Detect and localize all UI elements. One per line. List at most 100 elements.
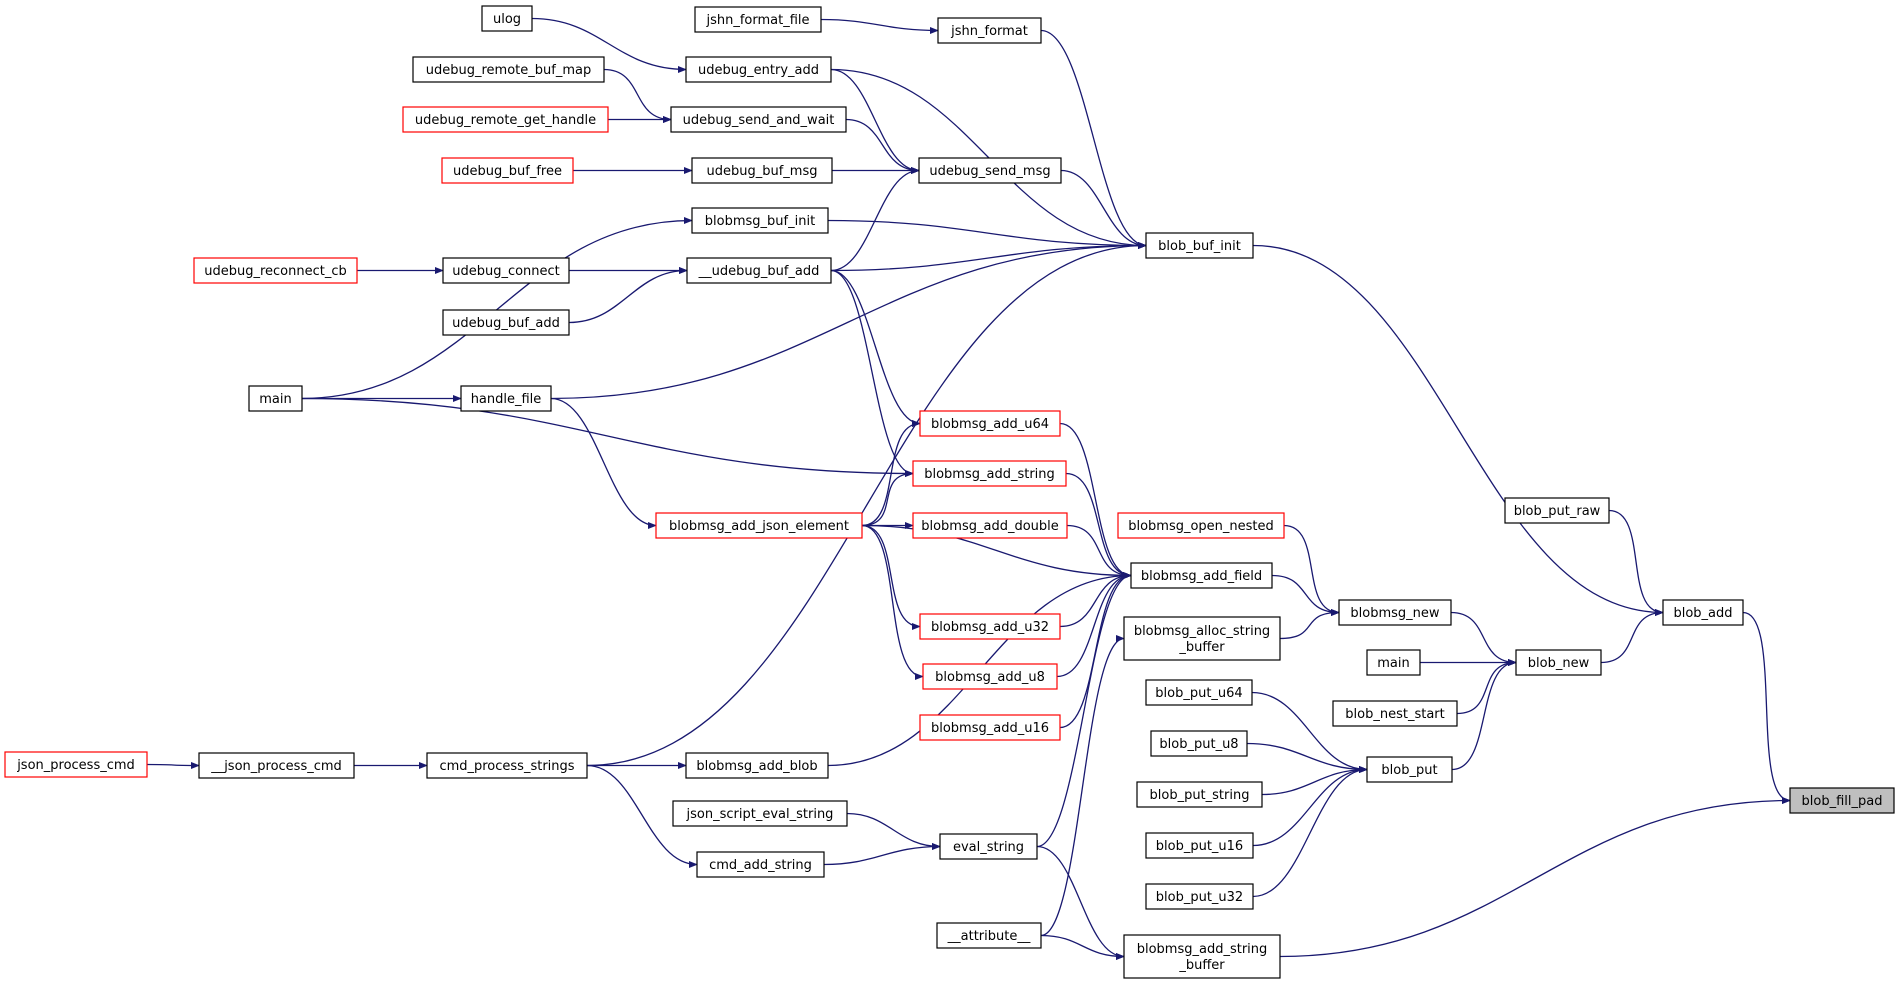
node-blobmsg-add-u32[interactable]: blobmsg_add_u32 (919, 613, 1061, 640)
edge-blobmsg_add_json_element-to-blobmsg_add_string (861, 469, 914, 527)
node-blob-put-raw[interactable]: blob_put_raw (1504, 497, 1610, 524)
node-label: blob_buf_init (1158, 239, 1241, 254)
node-box (1145, 883, 1254, 910)
node-blobmsg-alloc-string-buffer[interactable]: blobmsg_alloc_string_buffer (1123, 616, 1281, 661)
node-jshn-format-file[interactable]: jshn_format_file (694, 6, 822, 33)
node-label: blobmsg_add_string (924, 467, 1055, 482)
edge-blobmsg_add_string_buffer-to-blob_fill_pad (1279, 796, 1791, 958)
node-blob-put-u32[interactable]: blob_put_u32 (1145, 883, 1254, 910)
node-blobmsg-add-string-buffer[interactable]: blobmsg_add_string_buffer (1123, 934, 1281, 979)
node-json-process-cmd[interactable]: json_process_cmd (4, 751, 148, 778)
node-blobmsg-open-nested[interactable]: blobmsg_open_nested (1117, 512, 1285, 539)
node-blobmsg-add-u16[interactable]: blobmsg_add_u16 (919, 714, 1061, 741)
node-box (691, 157, 833, 184)
node-blob-put[interactable]: blob_put (1366, 756, 1453, 783)
node-blobmsg-add-string[interactable]: blobmsg_add_string (912, 460, 1067, 487)
node-box (198, 752, 355, 779)
node-box (918, 157, 1062, 184)
edge-cmd_add_string-to-eval_string (823, 842, 941, 866)
node-json-script-eval-string[interactable]: json_script_eval_string (672, 800, 848, 827)
node-eval-string[interactable]: eval_string (939, 833, 1038, 860)
node-blobmsg-add-blob[interactable]: blobmsg_add_blob (685, 752, 829, 779)
node-blobmsg-new[interactable]: blobmsg_new (1338, 599, 1452, 626)
node-blobmsg-add-field[interactable]: blobmsg_add_field (1130, 562, 1273, 589)
node-blobmsg-add-u64[interactable]: blobmsg_add_u64 (919, 410, 1061, 437)
node---udebug-buf-add[interactable]: __udebug_buf_add (686, 257, 832, 284)
node-blob-buf-init[interactable]: blob_buf_init (1145, 232, 1254, 259)
node-box (426, 752, 588, 779)
node-ulog[interactable]: ulog (481, 5, 533, 32)
edge-json_script_eval_string-to-eval_string (846, 812, 941, 851)
node-box (193, 257, 358, 284)
node-box (1150, 730, 1248, 757)
node---json-process-cmd[interactable]: __json_process_cmd (198, 752, 355, 779)
node-box (939, 833, 1038, 860)
node-label: blob_put (1381, 763, 1437, 778)
node-label: blobmsg_add_u32 (931, 620, 1049, 635)
node-cmd-process-strings[interactable]: cmd_process_strings (426, 752, 588, 779)
node-main-right[interactable]: main (1366, 649, 1421, 676)
node-blobmsg-add-u8[interactable]: blobmsg_add_u8 (922, 663, 1058, 690)
node-udebug-connect[interactable]: udebug_connect (442, 257, 570, 284)
node-udebug-reconnect-cb[interactable]: udebug_reconnect_cb (193, 257, 358, 284)
node-label: blobmsg_open_nested (1128, 519, 1274, 534)
node-udebug-send-msg[interactable]: udebug_send_msg (918, 157, 1062, 184)
node-jshn-format[interactable]: jshn_format (937, 17, 1042, 44)
node-blob-put-u64[interactable]: blob_put_u64 (1145, 679, 1253, 706)
edge-jshn_format_file-to-jshn_format (820, 18, 939, 35)
node-blobmsg-add-json-element[interactable]: blobmsg_add_json_element (655, 512, 863, 539)
node---attribute--[interactable]: __attribute__ (936, 922, 1042, 949)
edge-blobmsg_add_double-to-blobmsg_add_field (1066, 524, 1132, 580)
edge-udebug_buf_add-to-__udebug_buf_add (568, 266, 688, 324)
node-box (442, 309, 570, 336)
node-label: udebug_send_msg (929, 164, 1050, 179)
edge-blob_put_u64-to-blob_put (1251, 691, 1368, 774)
node-box (696, 851, 825, 878)
node-udebug-remote-get-handle[interactable]: udebug_remote_get_handle (402, 106, 609, 133)
node-main-left[interactable]: main (248, 385, 303, 412)
node-udebug-buf-msg[interactable]: udebug_buf_msg (691, 157, 833, 184)
node-box (919, 410, 1061, 437)
node-label: blob_fill_pad (1802, 794, 1883, 809)
node-udebug-send-and-wait[interactable]: udebug_send_and_wait (670, 106, 847, 133)
edge-__udebug_buf_add-to-blobmsg_add_string (830, 269, 914, 478)
edge-jshn_format-to-blob_buf_init (1040, 29, 1147, 250)
node-label: blob_put_u16 (1156, 839, 1243, 854)
node-box (936, 922, 1042, 949)
edge-blobmsg_add_json_element-to-blobmsg_add_u32 (861, 524, 921, 631)
node-udebug-buf-free[interactable]: udebug_buf_free (441, 157, 574, 184)
node-box (1145, 679, 1253, 706)
edge-__udebug_buf_add-to-blob_buf_init (830, 241, 1147, 272)
edge-main_left-to-blobmsg_add_string (301, 397, 914, 478)
node-blob-new[interactable]: blob_new (1515, 649, 1602, 676)
node-blobmsg-buf-init[interactable]: blobmsg_buf_init (691, 207, 829, 234)
node-box (1366, 649, 1421, 676)
node-blob-fill-pad[interactable]: blob_fill_pad (1789, 787, 1895, 814)
node-box (912, 460, 1067, 487)
edge-blob_put-to-blob_new (1451, 658, 1517, 771)
edge-blobmsg_add_json_element-to-blobmsg_add_u8 (861, 524, 924, 681)
node-blob-nest-start[interactable]: blob_nest_start (1332, 700, 1458, 727)
node-blob-put-u8[interactable]: blob_put_u8 (1150, 730, 1248, 757)
edge-ulog-to-udebug_entry_add (531, 17, 687, 74)
node-handle-file[interactable]: handle_file (460, 385, 552, 412)
node-blob-put-u16[interactable]: blob_put_u16 (1145, 832, 1254, 859)
node-udebug-buf-add[interactable]: udebug_buf_add (442, 309, 570, 336)
node-cmd-add-string[interactable]: cmd_add_string (696, 851, 825, 878)
node-label: cmd_add_string (709, 858, 812, 873)
edge-udebug_remote_buf_map-to-udebug_send_and_wait (603, 68, 672, 124)
node-label: blob_add (1673, 606, 1732, 621)
node-blob-add[interactable]: blob_add (1662, 599, 1744, 626)
edge-blob_buf_init-to-blob_add (1252, 244, 1664, 617)
node-label: blobmsg_add_blob (696, 759, 817, 774)
node-label: blob_put_string (1150, 788, 1250, 803)
node-blob-put-string[interactable]: blob_put_string (1136, 781, 1263, 808)
node-label: blobmsg_alloc_string (1134, 624, 1270, 639)
edge-cmd_process_strings-to-blob_buf_init (586, 241, 1147, 767)
node-udebug-remote-buf-map[interactable]: udebug_remote_buf_map (412, 56, 605, 83)
node-box (655, 512, 863, 539)
node-udebug-entry-add[interactable]: udebug_entry_add (685, 56, 832, 83)
node-label: blobmsg_add_u64 (931, 417, 1049, 432)
node-blobmsg-add-double[interactable]: blobmsg_add_double (912, 512, 1068, 539)
